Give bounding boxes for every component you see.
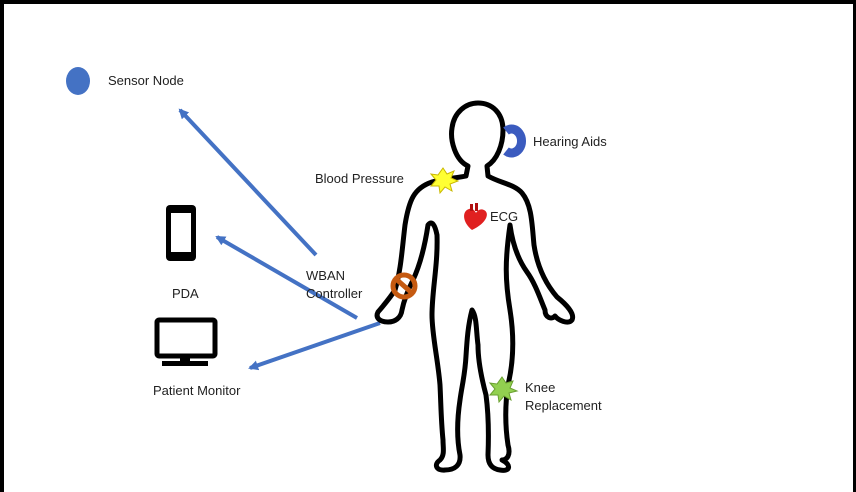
hearing-aids-label: Hearing Aids bbox=[533, 134, 607, 149]
sensor-node-icon bbox=[66, 67, 90, 95]
pda-label: PDA bbox=[172, 286, 199, 301]
heart-icon bbox=[464, 203, 487, 230]
ecg-label: ECG bbox=[490, 209, 519, 224]
wban-controller-label-line2: Controller bbox=[306, 286, 363, 301]
monitor-icon bbox=[154, 317, 218, 366]
hearing-aid-icon bbox=[503, 124, 527, 158]
blood-pressure-burst-icon bbox=[429, 167, 460, 195]
knee-replacement-label-line2: Replacement bbox=[525, 398, 602, 413]
knee-replacement-burst-icon bbox=[488, 376, 519, 404]
sensor-node-label: Sensor Node bbox=[108, 73, 184, 88]
blood-pressure-label: Blood Pressure bbox=[315, 171, 404, 186]
knee-replacement-label-line1: Knee bbox=[525, 380, 556, 395]
patient-monitor-label: Patient Monitor bbox=[153, 383, 241, 398]
arrow-to-sensor-node bbox=[178, 108, 318, 257]
wban-controller-label-line1: WBAN bbox=[306, 268, 345, 283]
arrow-to-pda bbox=[215, 235, 359, 320]
arrow-to-patient-monitor bbox=[248, 321, 381, 371]
prohibition-ring-icon bbox=[390, 272, 418, 300]
smartphone-icon bbox=[166, 205, 196, 261]
